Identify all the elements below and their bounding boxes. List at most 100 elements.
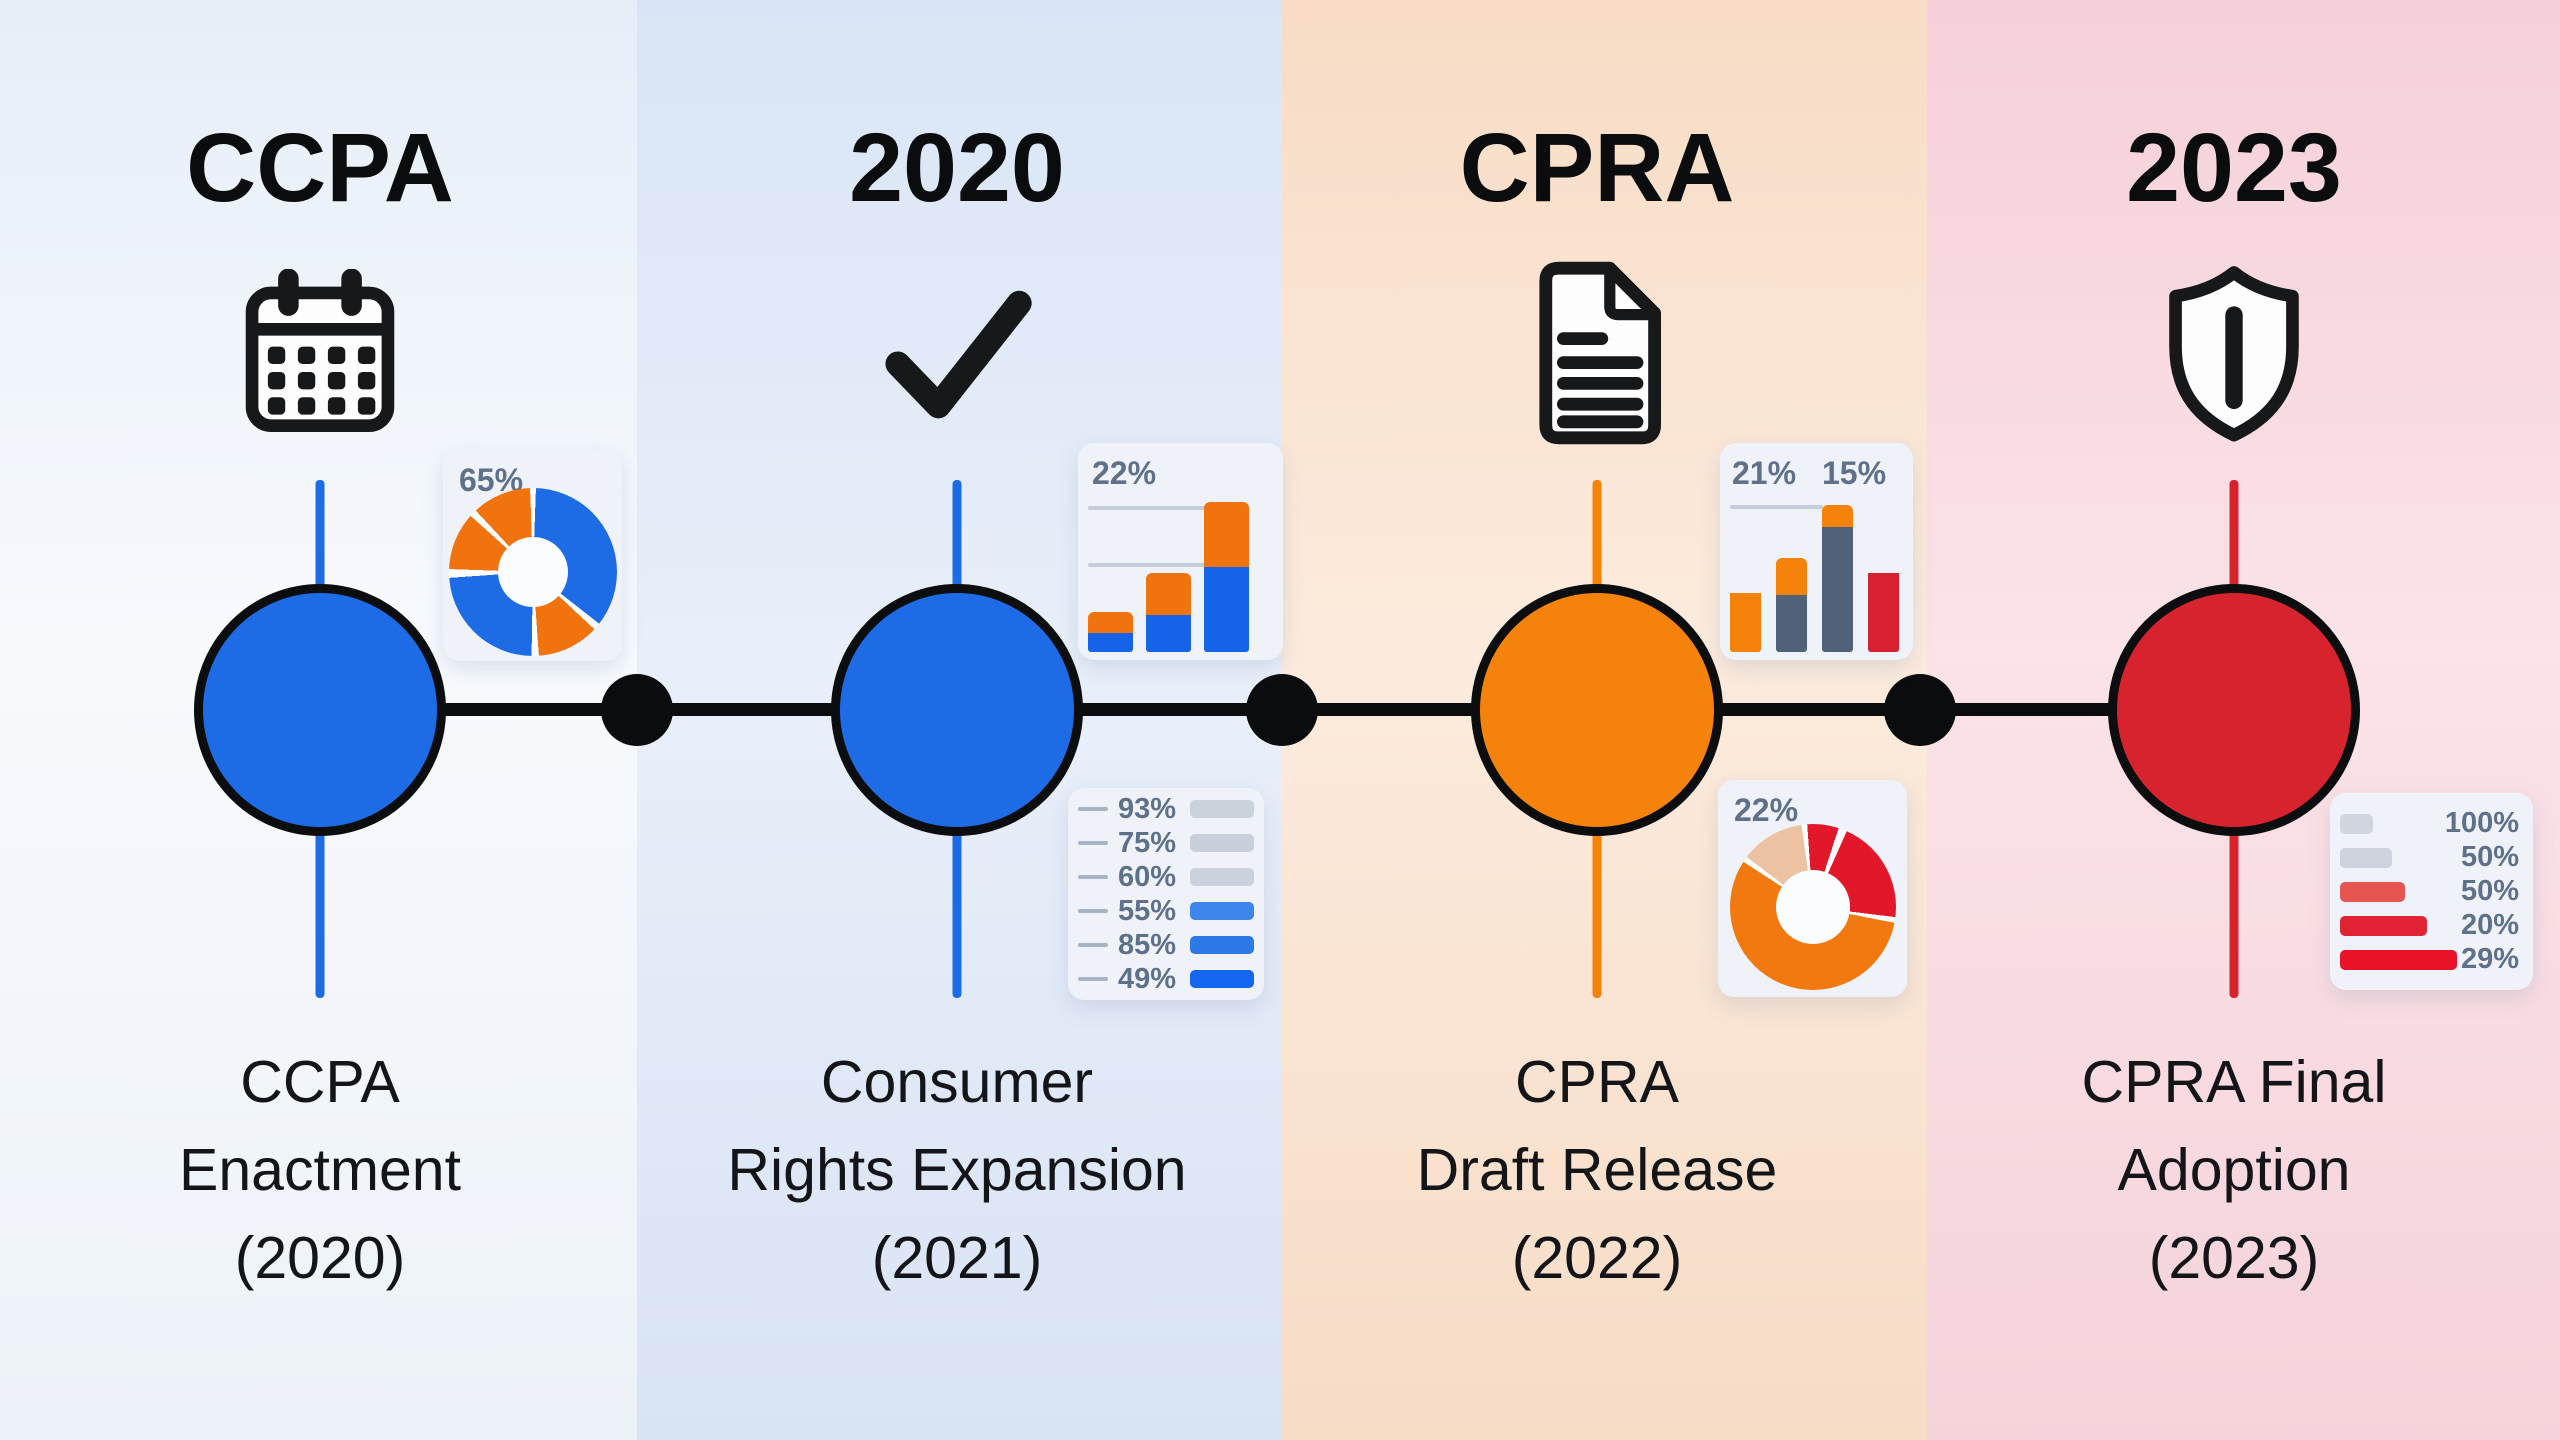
document-icon	[1507, 258, 1687, 448]
row-bar	[1190, 902, 1254, 920]
milestone-title: 2023	[2126, 113, 2342, 222]
bar-segment	[1776, 558, 1807, 595]
row-label: 100%	[2444, 807, 2519, 839]
bar-segment	[1204, 502, 1249, 567]
donut-hole	[497, 537, 568, 607]
bar-group	[1088, 502, 1277, 652]
row-bar	[2340, 813, 2373, 834]
milestone-caption: CPRA Draft Release (2022)	[1187, 1038, 2007, 1302]
bar-group	[1730, 505, 1907, 652]
caption-line: CCPA	[240, 1049, 400, 1115]
caption-line: Consumer	[820, 1049, 1094, 1115]
list-rows: 100%50%50%20%29%	[2330, 793, 2533, 990]
stacked-bars-mixed-chart: 21% 15%	[1720, 443, 1913, 660]
chart-value-label: 15%	[1822, 455, 1887, 491]
row-label: 60%	[1117, 860, 1176, 893]
caption-line: (2021)	[871, 1225, 1043, 1291]
milestone-node-red	[2108, 584, 2360, 836]
row-bar	[2340, 949, 2457, 970]
list-row: 50%	[2330, 875, 2533, 909]
chart-value-label: 22%	[1734, 792, 1799, 828]
list-row: 93%	[1068, 792, 1264, 826]
row-bar	[2340, 847, 2392, 868]
bar	[1776, 558, 1807, 652]
caption-line: (2020)	[234, 1225, 406, 1291]
caption-line: CPRA Final	[2081, 1049, 2387, 1115]
milestone-title: CPRA	[1459, 113, 1735, 222]
donut-blue-chart: 65%	[443, 450, 622, 661]
bar-segment	[1088, 612, 1133, 633]
row-label: 29%	[2460, 943, 2519, 975]
bar	[1822, 505, 1853, 652]
list-row: 55%	[1068, 894, 1264, 928]
list-row: 50%	[2330, 841, 2533, 875]
chart-value-label: 22%	[1092, 455, 1157, 491]
caption-line: (2023)	[2148, 1225, 2320, 1291]
bar-segment	[1822, 527, 1853, 652]
bar-segment	[1088, 633, 1133, 652]
caption-line: Adoption	[2117, 1137, 2351, 1203]
list-row: 75%	[1068, 826, 1264, 860]
bar	[1146, 573, 1191, 652]
milestone-title: CCPA	[186, 113, 454, 222]
bar-segment	[1730, 593, 1761, 652]
row-label: 50%	[2460, 875, 2519, 907]
row-label: 49%	[1117, 962, 1176, 995]
list-row: 29%	[2330, 943, 2533, 977]
caption-line: (2022)	[1511, 1225, 1683, 1291]
progress-list-red-chart: 100%50%50%20%29%	[2330, 793, 2533, 990]
calendar-icon	[230, 258, 410, 448]
stacked-bars-blue-chart: 22%	[1078, 443, 1283, 660]
progress-list-blue-chart: 93%75%60%55%85%49%	[1068, 788, 1264, 1000]
caption-line: CPRA	[1515, 1049, 1679, 1115]
milestone-caption: Consumer Rights Expansion (2021)	[547, 1038, 1367, 1302]
row-tick	[1078, 807, 1108, 811]
bar	[1088, 612, 1133, 652]
bar	[1730, 593, 1761, 652]
list-row: 85%	[1068, 928, 1264, 962]
milestone-caption: CPRA Final Adoption (2023)	[1824, 1038, 2560, 1302]
list-row: 20%	[2330, 909, 2533, 943]
donut-orange-chart: 22%	[1718, 780, 1907, 997]
row-bar	[1190, 936, 1254, 954]
row-tick	[1078, 841, 1108, 845]
shield-icon	[2144, 258, 2324, 448]
gridline	[1088, 506, 1208, 510]
bar-segment	[1146, 573, 1191, 615]
check-icon	[867, 258, 1047, 448]
milestone-node-blue	[194, 584, 446, 836]
chart-value-label: 21%	[1732, 455, 1797, 491]
row-bar	[2340, 915, 2427, 936]
row-tick	[1078, 909, 1108, 913]
milestone-node-blue	[831, 584, 1083, 836]
row-bar	[1190, 970, 1254, 988]
gridline	[1088, 563, 1206, 567]
row-bar	[2340, 881, 2405, 902]
timeline-junction-dot	[1884, 674, 1956, 746]
row-bar	[1190, 868, 1254, 886]
bar-segment	[1822, 505, 1853, 527]
caption-line: Rights Expansion	[727, 1137, 1187, 1203]
row-label: 55%	[1117, 894, 1176, 927]
caption-line: Enactment	[178, 1137, 462, 1203]
milestone-node-orange	[1471, 584, 1723, 836]
list-row: 100%	[2330, 807, 2533, 841]
row-label: 93%	[1117, 792, 1176, 825]
bar-segment	[1776, 595, 1807, 652]
row-label: 50%	[2460, 841, 2519, 873]
row-label: 75%	[1117, 826, 1176, 859]
row-tick	[1078, 943, 1108, 947]
bar	[1204, 502, 1249, 652]
donut-ring	[1729, 824, 1896, 990]
bar-segment	[1204, 567, 1249, 652]
list-row: 60%	[1068, 860, 1264, 894]
list-rows: 93%75%60%55%85%49%	[1068, 788, 1264, 1000]
row-bar	[1190, 834, 1254, 852]
caption-line: Draft Release	[1416, 1137, 1778, 1203]
row-label: 20%	[2460, 909, 2519, 941]
bar-segment	[1868, 573, 1899, 652]
milestone-title: 2020	[849, 113, 1065, 222]
gridline	[1730, 505, 1823, 509]
row-tick	[1078, 875, 1108, 879]
